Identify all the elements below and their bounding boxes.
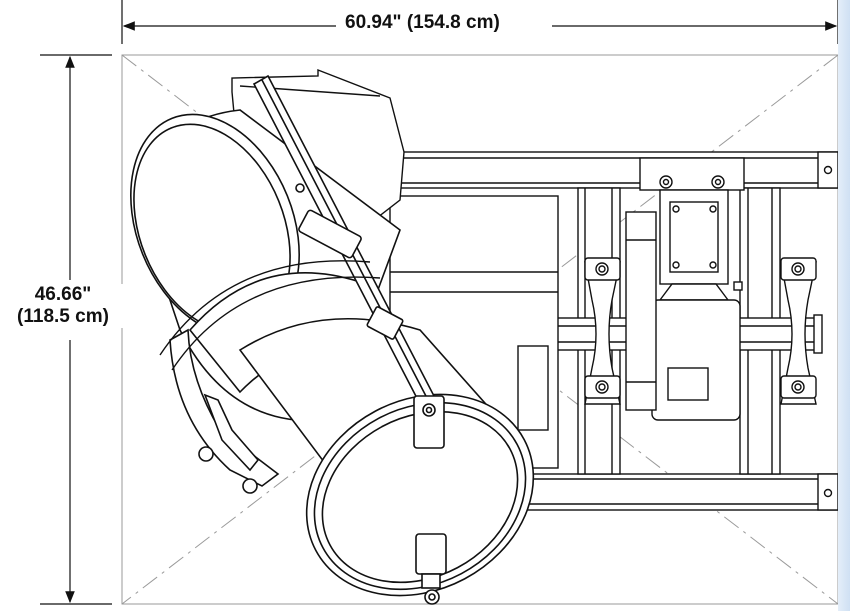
window-edge-strip — [838, 0, 850, 611]
height-dimension-line — [40, 54, 112, 605]
bounding-box — [121, 54, 838, 605]
width-inches: 60.94" — [345, 12, 402, 33]
height-cm: (118.5 cm) — [17, 305, 109, 327]
bearing-right — [780, 257, 823, 405]
height-inches: 46.66" — [34, 284, 92, 305]
width-dimension-line — [121, 0, 838, 44]
drum-band — [159, 260, 381, 371]
bearing-left — [584, 257, 621, 405]
height-dimension-label: 46.66" (118.5 cm) — [2, 284, 124, 328]
construction-diagonals — [121, 54, 838, 605]
width-cm: (154.8 cm) — [406, 12, 500, 33]
clamp-arm — [252, 74, 447, 605]
gear-motor — [625, 157, 745, 421]
width-dimension-label: 60.94" (154.8 cm) — [339, 12, 506, 34]
base-frame — [399, 151, 838, 511]
